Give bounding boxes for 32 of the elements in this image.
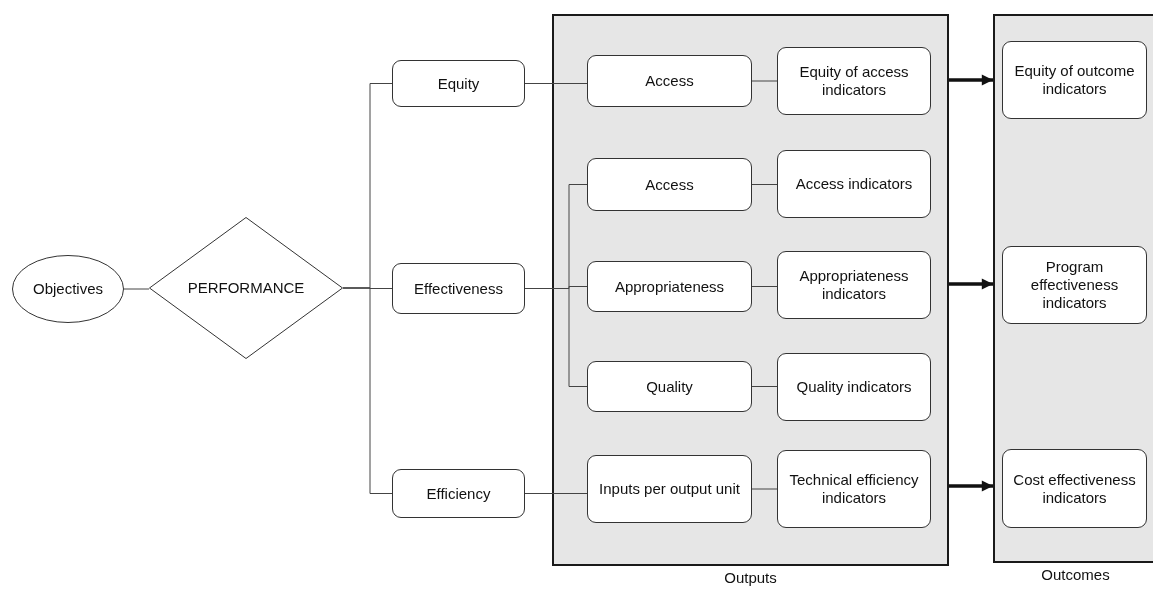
arrow — [949, 278, 993, 290]
rounded-box: Equity — [392, 60, 525, 107]
rounded-box: Quality — [587, 361, 752, 412]
ellipse-node: Objectives — [12, 255, 124, 323]
panel-label: Outputs — [723, 570, 778, 587]
rounded-box: Access indicators — [777, 150, 931, 218]
rounded-box: Quality indicators — [777, 353, 931, 421]
rounded-box: Appropriateness — [587, 261, 752, 312]
connector-line — [751, 386, 778, 387]
connector-line — [123, 288, 150, 290]
rounded-box: Equity of outcome indicators — [1002, 41, 1147, 119]
connector-line — [524, 83, 588, 84]
rounded-box: Access — [587, 158, 752, 211]
connector-line — [751, 80, 778, 82]
rounded-box: Technical efficiency indicators — [777, 450, 931, 528]
arrow — [949, 74, 993, 86]
arrow — [949, 480, 993, 492]
rounded-box: Inputs per output unit — [587, 455, 752, 523]
decision-diamond: PERFORMANCE — [149, 217, 343, 359]
connector-line — [342, 287, 393, 494]
rounded-box: Equity of access indicators — [777, 47, 931, 115]
rounded-box: Program effectiveness indicators — [1002, 246, 1147, 324]
rounded-box: Appropriateness indicators — [777, 251, 931, 319]
connector-line — [751, 184, 778, 185]
connector-line — [751, 286, 778, 287]
rounded-box: Efficiency — [392, 469, 525, 518]
panel-label: Outcomes — [1040, 567, 1111, 584]
connector-line — [751, 488, 778, 490]
rounded-box: Effectiveness — [392, 263, 525, 314]
rounded-box: Access — [587, 55, 752, 107]
connector-line — [524, 493, 588, 494]
rounded-box: Cost effectiveness indicators — [1002, 449, 1147, 528]
